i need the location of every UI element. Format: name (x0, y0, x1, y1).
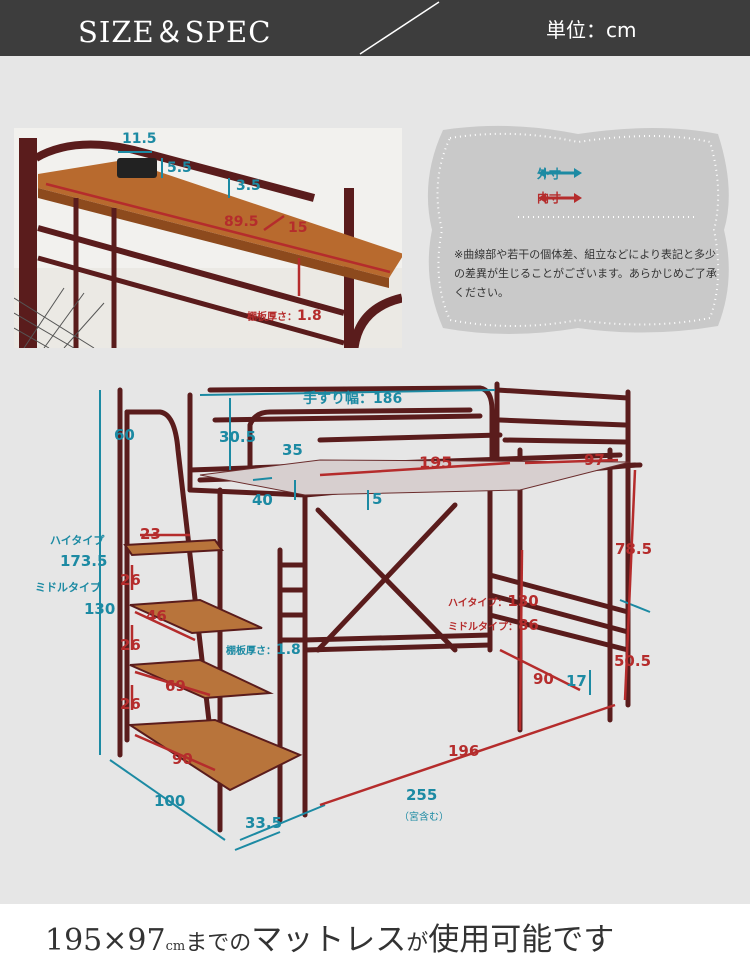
footer-unit: cm (165, 939, 186, 954)
mid-value: 86 (518, 616, 539, 634)
footer-mattress: マットレス (251, 922, 407, 958)
dim-26-a: 26 (120, 571, 141, 589)
dim-130: 130 (84, 600, 116, 618)
shelf-illustration (14, 128, 402, 348)
shelf-photo: 11.5 5.5 3.5 89.5 15 棚板厚さ：1.8 (14, 128, 402, 348)
legend-box (418, 120, 736, 340)
dim-17: 17 (566, 672, 587, 690)
shelf-dim-89-5: 89.5 (224, 214, 259, 230)
middle-type-label: ミドルタイプ (35, 581, 101, 594)
disclaimer-note: ※曲線部や若干の個体差、組立などにより表記と多少の差異が生じることがございます。… (454, 248, 717, 299)
unit-label: 単位：cm (546, 18, 637, 42)
shelf-board-label: 棚板厚さ： (247, 312, 297, 323)
dim-26-b: 26 (120, 636, 141, 654)
footer-made: までの (185, 931, 252, 956)
dim-69: 69 (165, 677, 186, 695)
outer-arrow (538, 168, 582, 178)
high-type-height: ハイタイプ：130 (448, 592, 539, 610)
legend-background (427, 125, 729, 334)
dim-handrail: 手すり幅：186 (303, 391, 403, 407)
dim-97: 97 (584, 451, 605, 469)
bed-illustration (99, 381, 651, 851)
dim-78-5: 78.5 (615, 540, 653, 558)
board-label: 棚板厚さ： (226, 646, 276, 657)
header-divider (359, 1, 440, 55)
dim-255: 255 (406, 786, 438, 804)
shelf-dim-3-5: 3.5 (236, 178, 261, 194)
mid-label: ミドルタイプ： (448, 622, 518, 633)
footer (0, 904, 750, 966)
dim-30-5: 30.5 (219, 428, 257, 446)
board-thickness: 棚板厚さ：1.8 (226, 642, 301, 658)
footer-size: 195×97 (45, 923, 166, 958)
high-value: 130 (507, 592, 539, 610)
dim-33-5: 33.5 (245, 814, 283, 832)
dim-196: 196 (448, 742, 480, 760)
shelf-board-value: 1.8 (297, 308, 322, 324)
dim-255-note: （宮含む） (399, 812, 449, 823)
bed-diagram: 手すり幅：186 60 30.5 35 195 97 40 5 23 ハイタイプ… (0, 350, 750, 870)
dim-5: 5 (372, 490, 383, 508)
dim-35: 35 (282, 441, 303, 459)
footer-ga: が (406, 931, 429, 956)
dim-195: 195 (419, 453, 453, 472)
dim-46: 46 (146, 607, 167, 625)
dim-26-c: 26 (120, 695, 141, 713)
legend-outer: 外寸 (537, 167, 562, 181)
dim-173-5: 173.5 (60, 552, 108, 570)
shelf-dim-11-5: 11.5 (122, 131, 157, 147)
dim-100: 100 (154, 792, 186, 810)
dim-60: 60 (114, 426, 135, 444)
inner-arrow (538, 193, 582, 203)
shelf-dim-5-5: 5.5 (167, 160, 192, 176)
dim-90-b: 90 (533, 670, 554, 688)
board-value: 1.8 (276, 642, 301, 658)
high-label: ハイタイプ： (448, 598, 508, 609)
footer-caption: 195×97cmまでのマットレスが使用可能です (45, 914, 614, 959)
shelf-board-thickness: 棚板厚さ：1.8 (247, 308, 322, 324)
dim-90-a: 90 (172, 750, 193, 768)
legend-inner: 内寸 (537, 191, 562, 205)
page-header: SIZE＆SPEC 単位：cm (0, 0, 750, 56)
dim-50-5: 50.5 (614, 652, 652, 670)
section-title: SIZE＆SPEC (78, 15, 272, 49)
dim-23: 23 (140, 525, 161, 543)
footer-usable: 使用可能です (428, 922, 615, 958)
middle-type-height: ミドルタイプ：86 (448, 616, 539, 634)
high-type-label: ハイタイプ (50, 534, 105, 547)
shelf-dim-15: 15 (288, 220, 308, 236)
dim-40: 40 (252, 491, 273, 509)
